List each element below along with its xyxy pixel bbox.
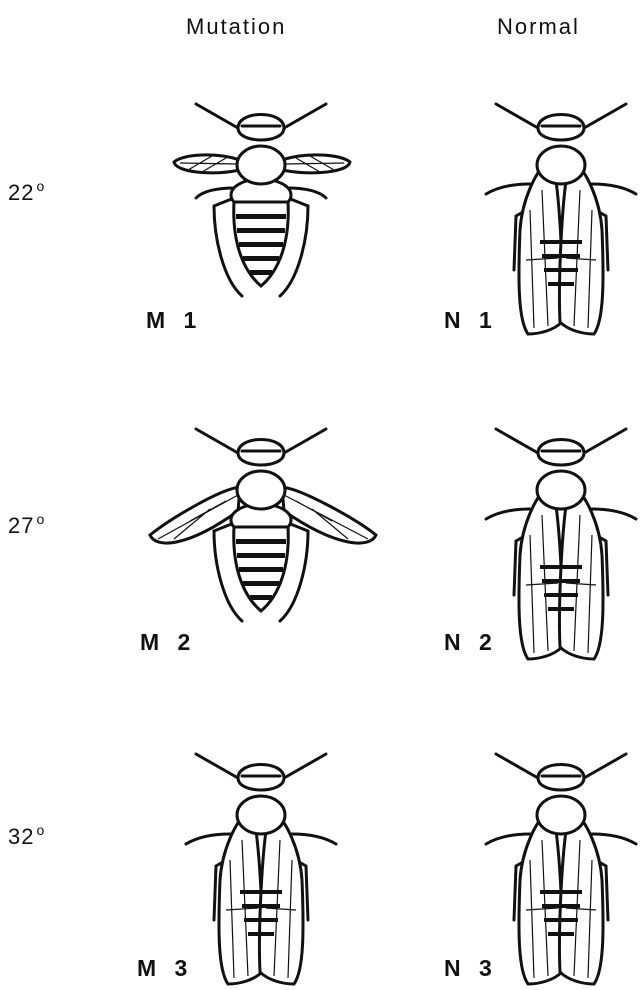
fly-body	[537, 115, 585, 185]
degree-symbol: o	[36, 178, 45, 194]
folded-wings	[519, 162, 603, 334]
fly-body	[231, 115, 291, 287]
fly-label-n1: N 1	[444, 307, 498, 334]
folded-wings	[219, 812, 303, 984]
normal-column-header: Normal	[497, 14, 580, 40]
temperature-value: 27	[8, 513, 34, 538]
fly-m3-folded-wings-illustration	[130, 740, 370, 990]
fly-label-m2: M 2	[140, 629, 196, 656]
fly-label-m3: M 3	[137, 955, 193, 982]
fly-m2-spread-wings-illustration	[130, 415, 390, 625]
fly-label-n3: N 3	[444, 955, 498, 982]
fly-n3-folded-wings-illustration	[460, 740, 640, 990]
folded-wings	[519, 487, 603, 659]
fly-body	[537, 440, 585, 510]
degree-symbol: o	[36, 511, 45, 527]
fly-body	[537, 765, 585, 835]
temperature-value: 22	[8, 180, 34, 205]
fly-body	[237, 765, 285, 835]
fly-body	[231, 440, 291, 612]
mutation-column-header: Mutation	[186, 14, 286, 40]
temperature-value: 32	[8, 824, 34, 849]
fly-m1-extended-wings-illustration	[130, 90, 370, 300]
folded-wings	[519, 812, 603, 984]
fly-n1-folded-wings-illustration	[460, 90, 640, 340]
fly-label-m1: M 1	[146, 307, 202, 334]
fly-label-n2: N 2	[444, 629, 498, 656]
fly-n2-folded-wings-illustration	[460, 415, 640, 665]
degree-symbol: o	[36, 822, 45, 838]
